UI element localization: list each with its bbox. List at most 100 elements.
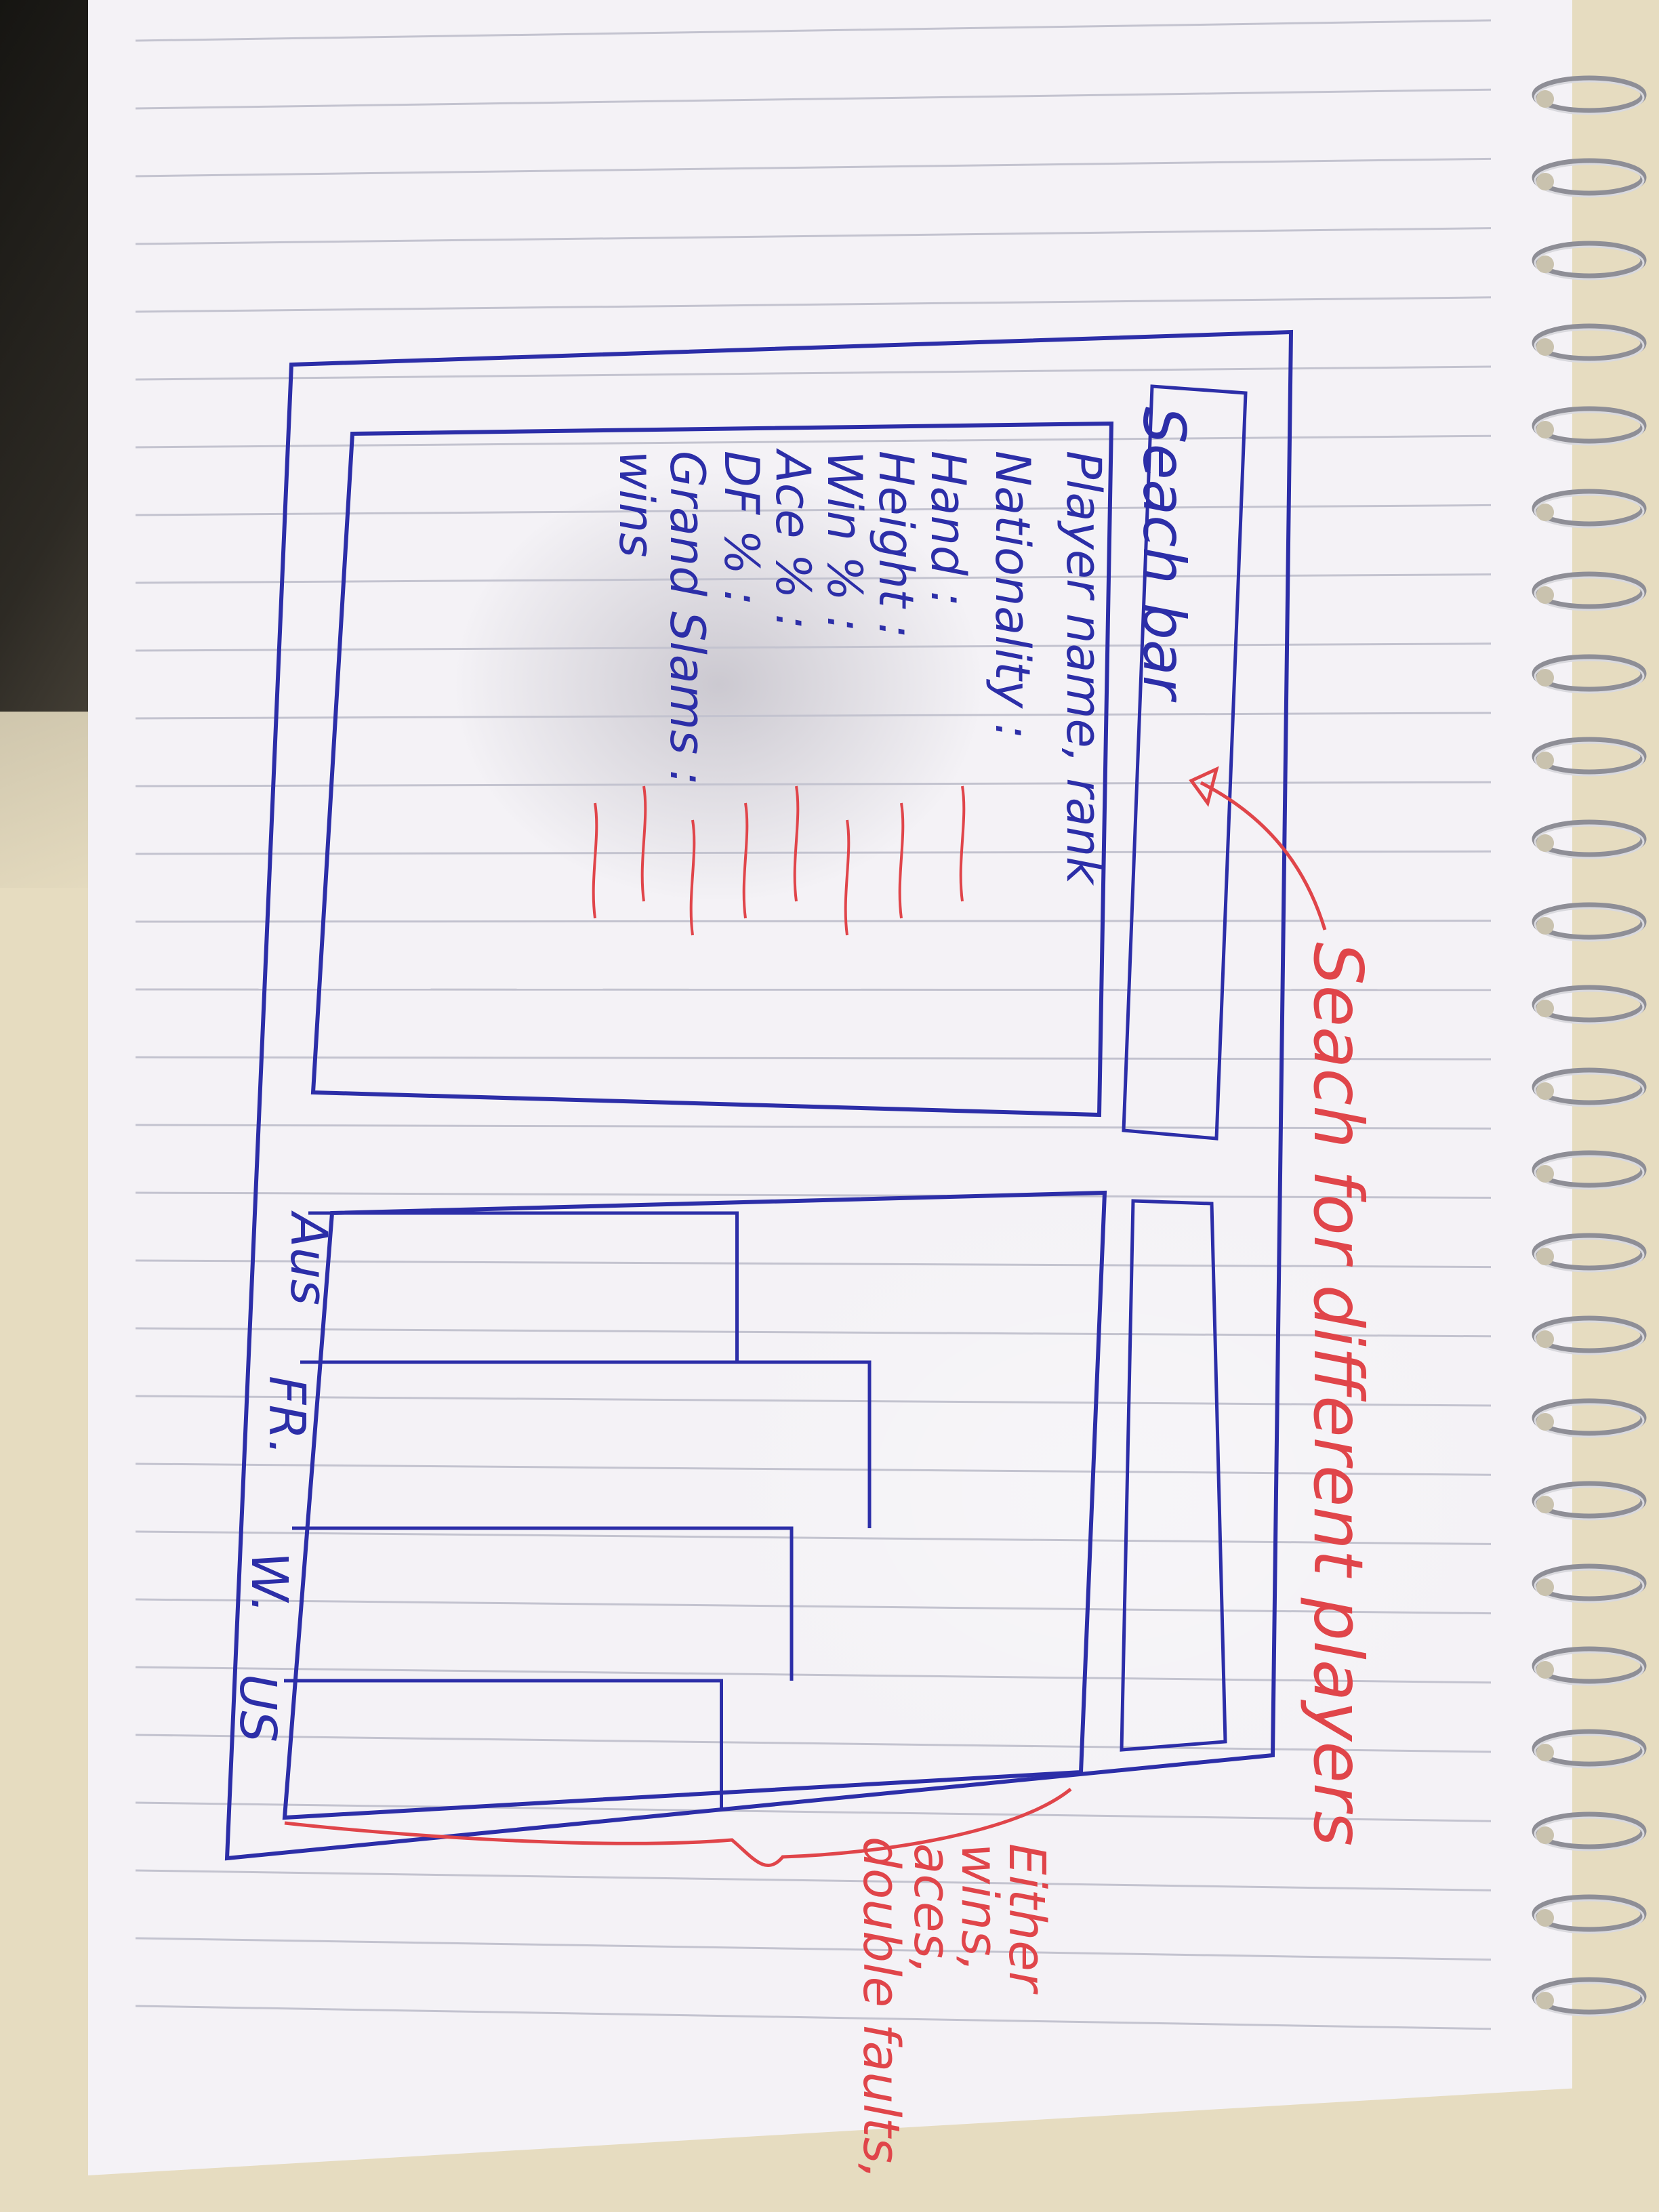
spiral-ring-icon: [1532, 1977, 1647, 2017]
bar-chart: [284, 1211, 872, 1809]
bar: [284, 1679, 723, 1809]
player-info-line: Nationality :: [985, 451, 1040, 739]
value-placeholder-dash: [844, 819, 851, 936]
bar: [308, 1211, 739, 1362]
rule-line: [135, 1937, 1492, 1961]
spiral-ring-icon: [1532, 571, 1647, 611]
rule-line: [135, 642, 1492, 652]
rule-line: [135, 573, 1492, 584]
player-info-line: Ace % :: [765, 448, 821, 630]
spiral-ring-icon: [1532, 819, 1647, 859]
rule-line: [135, 1327, 1492, 1338]
value-placeholder-dash: [898, 802, 905, 919]
player-info-line: Grand Slams :: [659, 451, 715, 785]
spiral-ring-icon: [1532, 1563, 1647, 1603]
rule-line: [135, 296, 1492, 313]
value-placeholder-dash: [640, 785, 647, 902]
rule-line: [135, 712, 1492, 720]
rule-line: [135, 920, 1492, 923]
spiral-ring-icon: [1532, 1894, 1647, 1934]
spiral-ring-icon: [1532, 406, 1647, 446]
rule-line: [135, 1666, 1492, 1684]
rule-line: [135, 1530, 1492, 1545]
spiral-binding-icon: [1532, 75, 1647, 2017]
rule-line: [135, 365, 1492, 381]
bar-chart-frame: [282, 1190, 1107, 1820]
value-placeholder-dash: [689, 819, 696, 936]
rule-line: [135, 19, 1492, 42]
rule-line: [135, 1395, 1492, 1407]
player-info-line: Win % :: [817, 451, 872, 632]
metric-note-line: Either: [998, 1843, 1056, 1995]
rule-line: [135, 850, 1492, 855]
value-placeholder-dash: [959, 785, 966, 902]
search-callout-arrow: [1200, 781, 1327, 930]
spiral-ring-icon: [1532, 75, 1647, 115]
bar: [300, 1360, 872, 1528]
spiral-ring-icon: [1532, 1481, 1647, 1521]
outer-frame: [224, 329, 1294, 1861]
ruled-lines: [135, 19, 1492, 2030]
rule-line: [135, 434, 1492, 449]
rule-line: [135, 1801, 1492, 1822]
metric-note-line: double faults,: [852, 1837, 910, 2179]
player-info-line: wins: [609, 451, 664, 558]
search-bar-box[interactable]: [1122, 384, 1248, 1141]
spiral-ring-icon: [1532, 1729, 1647, 1769]
spiral-ring-icon: [1532, 1646, 1647, 1686]
spiral-ring-icon: [1532, 158, 1647, 198]
info-value-placeholders: [592, 785, 966, 936]
spiral-ring-icon: [1532, 1315, 1647, 1355]
value-placeholder-dash: [592, 802, 598, 919]
rule-line: [135, 988, 1492, 991]
rule-line: [135, 1124, 1492, 1130]
spiral-ring-icon: [1532, 489, 1647, 529]
metric-note-line: aces,: [903, 1843, 961, 1975]
rule-line: [135, 781, 1492, 787]
player-info-line: Hand :: [920, 451, 976, 607]
bar: [292, 1526, 794, 1681]
rule-line: [135, 1056, 1492, 1061]
spiral-ring-icon: [1532, 1398, 1647, 1438]
spiral-ring-icon: [1532, 902, 1647, 942]
spiral-ring-icon: [1532, 1811, 1647, 1851]
rule-line: [135, 1259, 1492, 1269]
spiral-ring-icon: [1532, 1067, 1647, 1107]
rule-line: [135, 88, 1492, 110]
rule-line: [135, 504, 1492, 516]
rule-line: [135, 157, 1492, 178]
chart-label-aus: Aus: [279, 1210, 337, 1305]
search-callout-text: Seach for different players: [1298, 942, 1378, 1846]
spiral-ring-icon: [1532, 241, 1647, 281]
chart-label-us: US: [228, 1674, 287, 1742]
chart-metric-dropdown[interactable]: [1120, 1199, 1227, 1752]
value-placeholder-dash: [742, 802, 749, 919]
rule-line: [135, 2005, 1492, 2030]
player-info-line: DF % :: [714, 451, 769, 606]
rule-line: [135, 227, 1492, 245]
rule-line: [135, 1869, 1492, 1891]
chart-label-fr: FR.: [258, 1376, 316, 1456]
search-callout-arrowhead: [1189, 766, 1219, 807]
chart-label-w: W.: [240, 1552, 298, 1614]
spiral-ring-icon: [1532, 737, 1647, 777]
spiral-ring-icon: [1532, 1150, 1647, 1190]
player-info-line: Height :: [868, 451, 924, 638]
metric-note-line: wins,: [950, 1843, 1008, 1972]
chart-brace: [284, 1788, 1072, 1867]
player-info-line: Player name, rank: [1056, 451, 1111, 886]
rule-line: [135, 1191, 1492, 1199]
player-info-panel: [310, 421, 1114, 1118]
spiral-ring-icon: [1532, 323, 1647, 363]
player-info-list: Player name, rank Nationality :Hand :Heig…: [609, 448, 1111, 886]
rule-line: [135, 1734, 1492, 1753]
search-bar-label: Seach bar: [1130, 407, 1197, 703]
rule-line: [135, 1598, 1492, 1615]
spiral-ring-icon: [1532, 1233, 1647, 1273]
value-placeholder-dash: [793, 785, 800, 902]
spiral-ring-icon: [1532, 654, 1647, 694]
spiral-ring-icon: [1532, 985, 1647, 1025]
rule-line: [135, 1462, 1492, 1476]
